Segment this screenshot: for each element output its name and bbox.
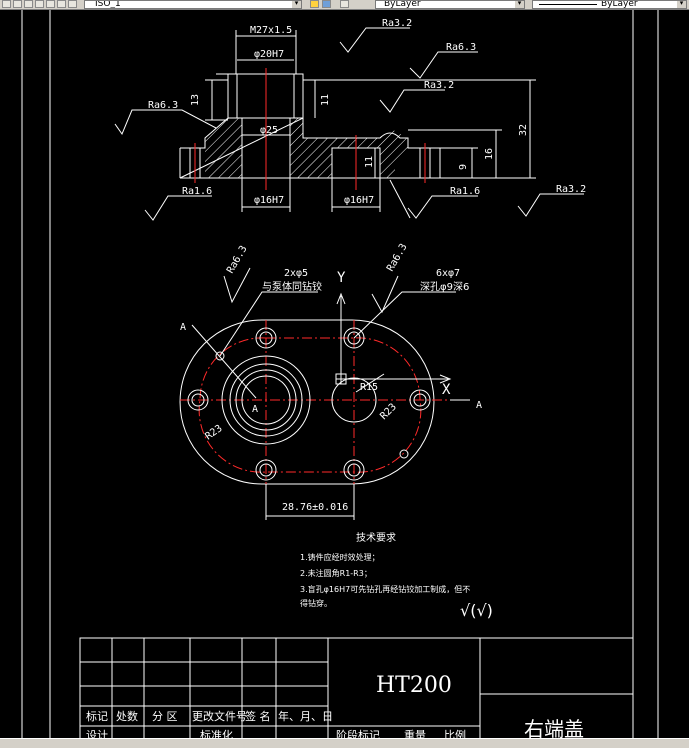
tech-req-item-4: 得钻穿。 [300, 598, 332, 608]
match-icon[interactable] [24, 0, 33, 8]
drawing-frame [21, 10, 659, 738]
header-zone: 分 区 [152, 710, 178, 723]
undo-icon[interactable] [2, 0, 11, 8]
header-change-doc: 更改文件号 [192, 709, 247, 723]
layer-state-icon[interactable] [322, 0, 331, 8]
lineweight-dropdown[interactable]: ByLayer ▾ [532, 0, 687, 9]
dim-9: 9 [458, 164, 469, 170]
copy-icon[interactable] [57, 0, 66, 8]
header-signature: 签 名 [245, 709, 271, 723]
section-a-left: A [180, 322, 186, 333]
tech-req-item-2: 2.未注圆角R1-R3； [300, 568, 372, 578]
header-date: 年、月、日 [278, 709, 333, 723]
dim-bore-left: φ16H7 [254, 195, 284, 206]
status-bar [0, 738, 689, 748]
tech-req-item-3: 3.盲孔φ16H7可先钻孔再经钻铰加工制成，但不 [300, 584, 470, 594]
note-screw-holes: 6xφ7 [436, 268, 460, 279]
ra-top-left: Ra3.2 [382, 18, 412, 29]
text-style-dropdown[interactable]: ISO_1 ▾ [84, 0, 302, 9]
roughness-other-symbol: √(√) [460, 601, 493, 620]
bottom-design: 设计 [86, 729, 108, 738]
linetype-value: ByLayer [384, 0, 421, 9]
text-style-value: ISO_1 [95, 0, 121, 9]
bottom-stage-mark: 阶段标记 [336, 728, 380, 738]
layers-icon[interactable] [310, 0, 319, 8]
ra-right-angled: Ra6.3 [385, 242, 410, 274]
dim-thread: M27x1.5 [250, 25, 292, 36]
lineweight-sample [539, 4, 597, 5]
ra-bottom-left: Ra1.6 [182, 186, 212, 197]
note-pin-holes: 2xφ5 [284, 268, 308, 279]
paste-icon[interactable] [68, 0, 77, 8]
tech-req-title: 技术要求 [356, 531, 396, 544]
bottom-standardization: 标准化 [200, 728, 233, 738]
dim-11-right: 11 [364, 156, 375, 168]
title-block [79, 637, 634, 738]
dim-bore-right: φ16H7 [344, 195, 374, 206]
title-block-text: HT200 右端盖 标记 处数 分 区 更改文件号 签 名 年、月、日 设计 标… [86, 673, 584, 738]
linetype-dropdown[interactable]: ByLayer ▾ [375, 0, 525, 9]
ra-left-angled: Ra6.3 [225, 244, 250, 276]
chevron-down-icon[interactable]: ▾ [677, 1, 686, 8]
erase-icon[interactable] [35, 0, 44, 8]
bottom-scale: 比例 [444, 728, 466, 738]
properties-toolbar: ISO_1 ▾ ByLayer ▾ ByLayer ▾ [0, 0, 689, 10]
tech-req-item-1: 1.铸件应经时效处理； [300, 552, 380, 562]
dim-11-top: 11 [320, 94, 331, 106]
ra-left: Ra6.3 [148, 100, 178, 111]
layer-icon[interactable] [46, 0, 55, 8]
technical-requirements: 技术要求 1.铸件应经时效处理； 2.未注圆角R1-R3； 3.盲孔φ16H7可… [300, 531, 493, 620]
header-count: 处数 [116, 710, 138, 723]
redo-icon[interactable] [13, 0, 22, 8]
bottom-weight: 重量 [404, 728, 426, 738]
dim-13: 13 [190, 94, 201, 106]
plan-view [179, 267, 470, 520]
cad-drawing-canvas[interactable]: M27x1.5 φ20H7 φ25 φ16H7 φ16H7 13 11 11 9… [0, 10, 689, 738]
chevron-down-icon[interactable]: ▾ [515, 1, 524, 8]
dim-bore-top: φ20H7 [254, 49, 284, 60]
chevron-down-icon[interactable]: ▾ [292, 1, 301, 8]
note-pin-holes-2: 与泵体同钻铰 [262, 280, 322, 293]
ra-bottom-mid: Ra1.6 [450, 186, 480, 197]
ra-mid-right: Ra3.2 [424, 80, 454, 91]
dim-center-distance: 28.76±0.016 [282, 502, 348, 513]
note-screw-holes-2: 深孔φ9深6 [420, 281, 469, 293]
section-a-right: A [476, 400, 482, 411]
axis-x-label: X [442, 382, 451, 398]
axis-y-label: Y [337, 270, 346, 286]
dim-bore-mid: φ25 [260, 125, 278, 136]
dim-32: 32 [518, 124, 529, 136]
layer-prev-icon[interactable] [340, 0, 349, 8]
header-mark: 标记 [86, 709, 108, 723]
dim-16: 16 [484, 148, 495, 160]
dim-r15: R15 [360, 382, 378, 393]
ra-top-right: Ra6.3 [446, 42, 476, 53]
plan-outline [179, 319, 435, 485]
material-label: HT200 [376, 673, 452, 698]
part-name: 右端盖 [524, 717, 584, 738]
bolt-holes [187, 327, 431, 481]
section-view-labels: M27x1.5 φ20H7 φ25 φ16H7 φ16H7 13 11 11 9… [148, 18, 586, 206]
ra-bottom-right: Ra3.2 [556, 184, 586, 195]
dim-r23-left: R23 [203, 423, 224, 442]
dim-r23-right: R23 [378, 402, 399, 423]
section-view [114, 27, 584, 221]
lineweight-value: ByLayer [601, 0, 638, 9]
section-a-center: A [252, 404, 258, 415]
